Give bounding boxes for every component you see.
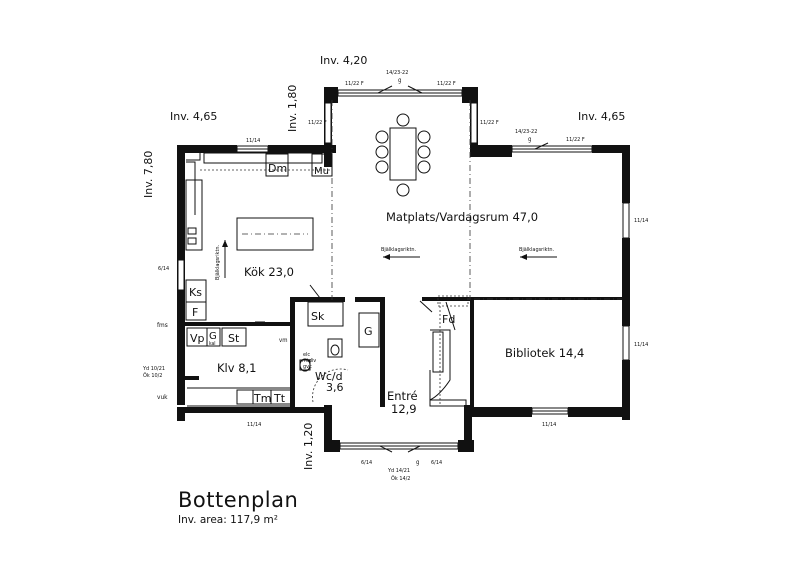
fixture-fd: Fd [442,313,455,326]
fixture-vp: Vp [190,332,205,345]
dining-table [375,113,431,197]
door-label-g: g [416,459,419,466]
fixture-labels: Dm Mu Ks F Vp G kal St Sk G Fd Tm Tt vm … [157,162,455,405]
kitchen-counters [185,152,333,321]
wc-note-3: gvc [303,364,312,370]
window-top-left: 11/22 F [345,81,364,87]
window-top-right: 11/22 F [437,81,456,87]
height-780: Inv. 7,80 [142,151,155,198]
window-bottom-right: 11/14 [542,422,556,428]
fixture-st: St [228,332,240,345]
side-door-label-1: Yd 10/21 [142,366,165,372]
room-label-entre-size: 12,9 [391,402,417,416]
fixture-f: F [192,306,198,319]
room-labels: Matplats/Vardagsrum 47,0 Kök 23,0 Biblio… [217,210,584,416]
fixture-mu: Mu [314,166,329,177]
window-top-center-g: g [398,77,401,84]
window-labels: 11/22 F 14/23-22 g 11/22 F 11/22 F 11/22… [142,70,648,482]
wc-note-2: mtdiv [302,358,316,364]
window-right-upper: 11/22 F [480,120,499,126]
room-label-matplats: Matplats/Vardagsrum 47,0 [386,210,538,224]
fixture-kal: kal [209,341,216,347]
height-180: Inv. 1,80 [286,85,299,132]
door-label-2: Ök 14/2 [391,475,410,482]
window-kok-top: 11/14 [246,138,260,144]
windows [177,85,630,453]
room-label-klv: Klv 8,1 [217,361,257,375]
beam-note-kok: Bjälklagsriktn. [215,244,221,280]
window-right-center-g: g [528,136,531,143]
fixture-vuk: vuk [157,393,168,401]
fireplace [429,295,469,407]
window-entre-right: 6/14 [431,460,442,466]
grid-lines [331,100,622,300]
beam-note-center: Bjälklagsriktn. [381,247,417,253]
height-465-right: Inv. 4,65 [578,110,625,123]
room-label-wc: Wc/d [315,370,343,383]
misc-marks [255,284,441,406]
fixture-vm: vm [279,337,287,344]
window-kok-left: 6/14 [158,266,169,272]
beam-arrows [222,240,557,278]
fixture-fms: fms [157,321,168,329]
door-label-1: Yd 14/21 [387,468,410,474]
fixture-tt: Tt [273,392,286,405]
height-labels: Inv. 4,20 Inv. 4,65 Inv. 4,65 Inv. 7,80 … [142,54,625,470]
utility-fixtures [186,301,380,407]
room-label-kok: Kök 23,0 [244,265,294,279]
page-title: Bottenplan [178,488,299,512]
height-420: Inv. 4,20 [320,54,367,67]
area-caption: Inv. area: 117,9 m² [178,514,278,526]
side-door-label-2: Ök 10/2 [143,372,162,379]
room-label-entre: Entré [387,389,418,403]
fixture-g2: G [364,325,373,338]
beam-note-right: Bjälklagsriktn. [519,247,555,253]
window-left-upper: 11/22 F [308,120,327,126]
fixture-tm: Tm [253,392,271,405]
window-bottom-left: 11/14 [247,422,261,428]
wc-fixtures [299,338,349,403]
window-right-far: 11/22 F [566,137,585,143]
height-120: Inv. 1,20 [302,423,315,470]
height-465-left: Inv. 4,65 [170,110,217,123]
beam-notes: Bjälklagsriktn. Bjälklagsriktn. Bjälklag… [215,244,555,280]
room-label-bibliotek: Bibliotek 14,4 [505,346,584,360]
fixture-dm: Dm [268,162,287,175]
fixture-ks: Ks [189,286,202,299]
window-entre-left: 6/14 [361,460,372,466]
wc-note-1: elc [303,352,310,358]
window-right-center: 14/23-22 [515,129,537,135]
window-top-center: 14/23-22 [386,70,408,76]
room-label-wc-size: 3,6 [326,381,344,394]
window-right-side-top: 11/14 [634,218,648,224]
interior-walls [185,297,622,412]
window-right-side-bottom: 11/14 [634,342,648,348]
fixture-g1: G [209,331,217,342]
fixture-sk: Sk [311,310,325,323]
